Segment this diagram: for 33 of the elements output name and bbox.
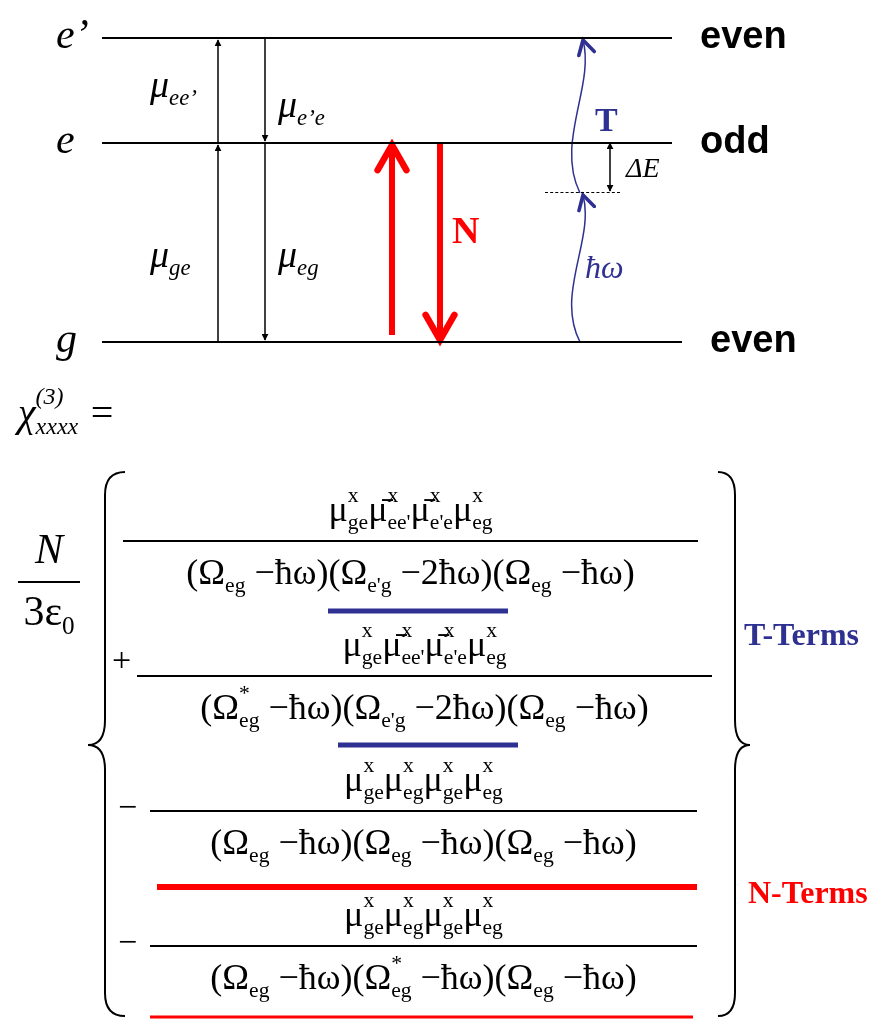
operator-text: − <box>118 922 138 962</box>
level-label: e <box>56 115 75 163</box>
arrow <box>374 141 410 335</box>
arrow <box>422 143 458 344</box>
level-label: g <box>56 314 77 362</box>
level-label: e’ <box>56 10 89 58</box>
parity-label: even <box>700 13 787 58</box>
group-label: N-Terms <box>748 873 868 912</box>
arrow <box>214 39 222 144</box>
edge-label: ΔE <box>626 151 660 185</box>
arrow <box>261 37 269 142</box>
equation-text: N <box>33 525 66 574</box>
edge-label: N <box>452 208 480 252</box>
wavy-arrow <box>570 193 596 343</box>
operator-text: − <box>118 787 138 827</box>
parity-label: even <box>710 317 797 362</box>
arrow <box>606 142 614 192</box>
parity-label: odd <box>700 118 770 163</box>
equation-text: 3ε$_{0}$ <box>22 587 76 636</box>
denominator-text: (Ω$_{eg}$ −ħω)(Ω$_{e'g}$ −2ħω)(Ω$_{eg}$ −ħω) <box>185 551 636 596</box>
virtual-level-line <box>545 192 620 193</box>
denominator-text: (Ω$^{*}$$_{eg}$ −ħω)(Ω$_{e'g}$ −2ħω)(Ω$_{eg}$ −ħω) <box>199 683 650 731</box>
edge-label: ħω <box>585 248 624 287</box>
operator-text: + <box>112 640 132 680</box>
wavy-arrow <box>570 38 596 194</box>
denominator-text: (Ω$_{eg}$ −ħω)(Ω$_{eg}$ −ħω)(Ω$_{eg}$ −ħω) <box>209 821 638 866</box>
edge-label: μ$_{e’e}$ <box>278 82 325 126</box>
denominator-text: (Ω$_{eg}$ −ħω)(Ω$^{*}$$_{eg}$ −ħω)(Ω$_{eg}$ −ħω) <box>209 953 638 1001</box>
arrow <box>261 142 269 341</box>
arrow <box>214 144 222 343</box>
edge-label: μ$_{ee’}$ <box>150 62 197 106</box>
group-label: T-Terms <box>744 615 859 654</box>
edge-label: T <box>595 100 618 140</box>
